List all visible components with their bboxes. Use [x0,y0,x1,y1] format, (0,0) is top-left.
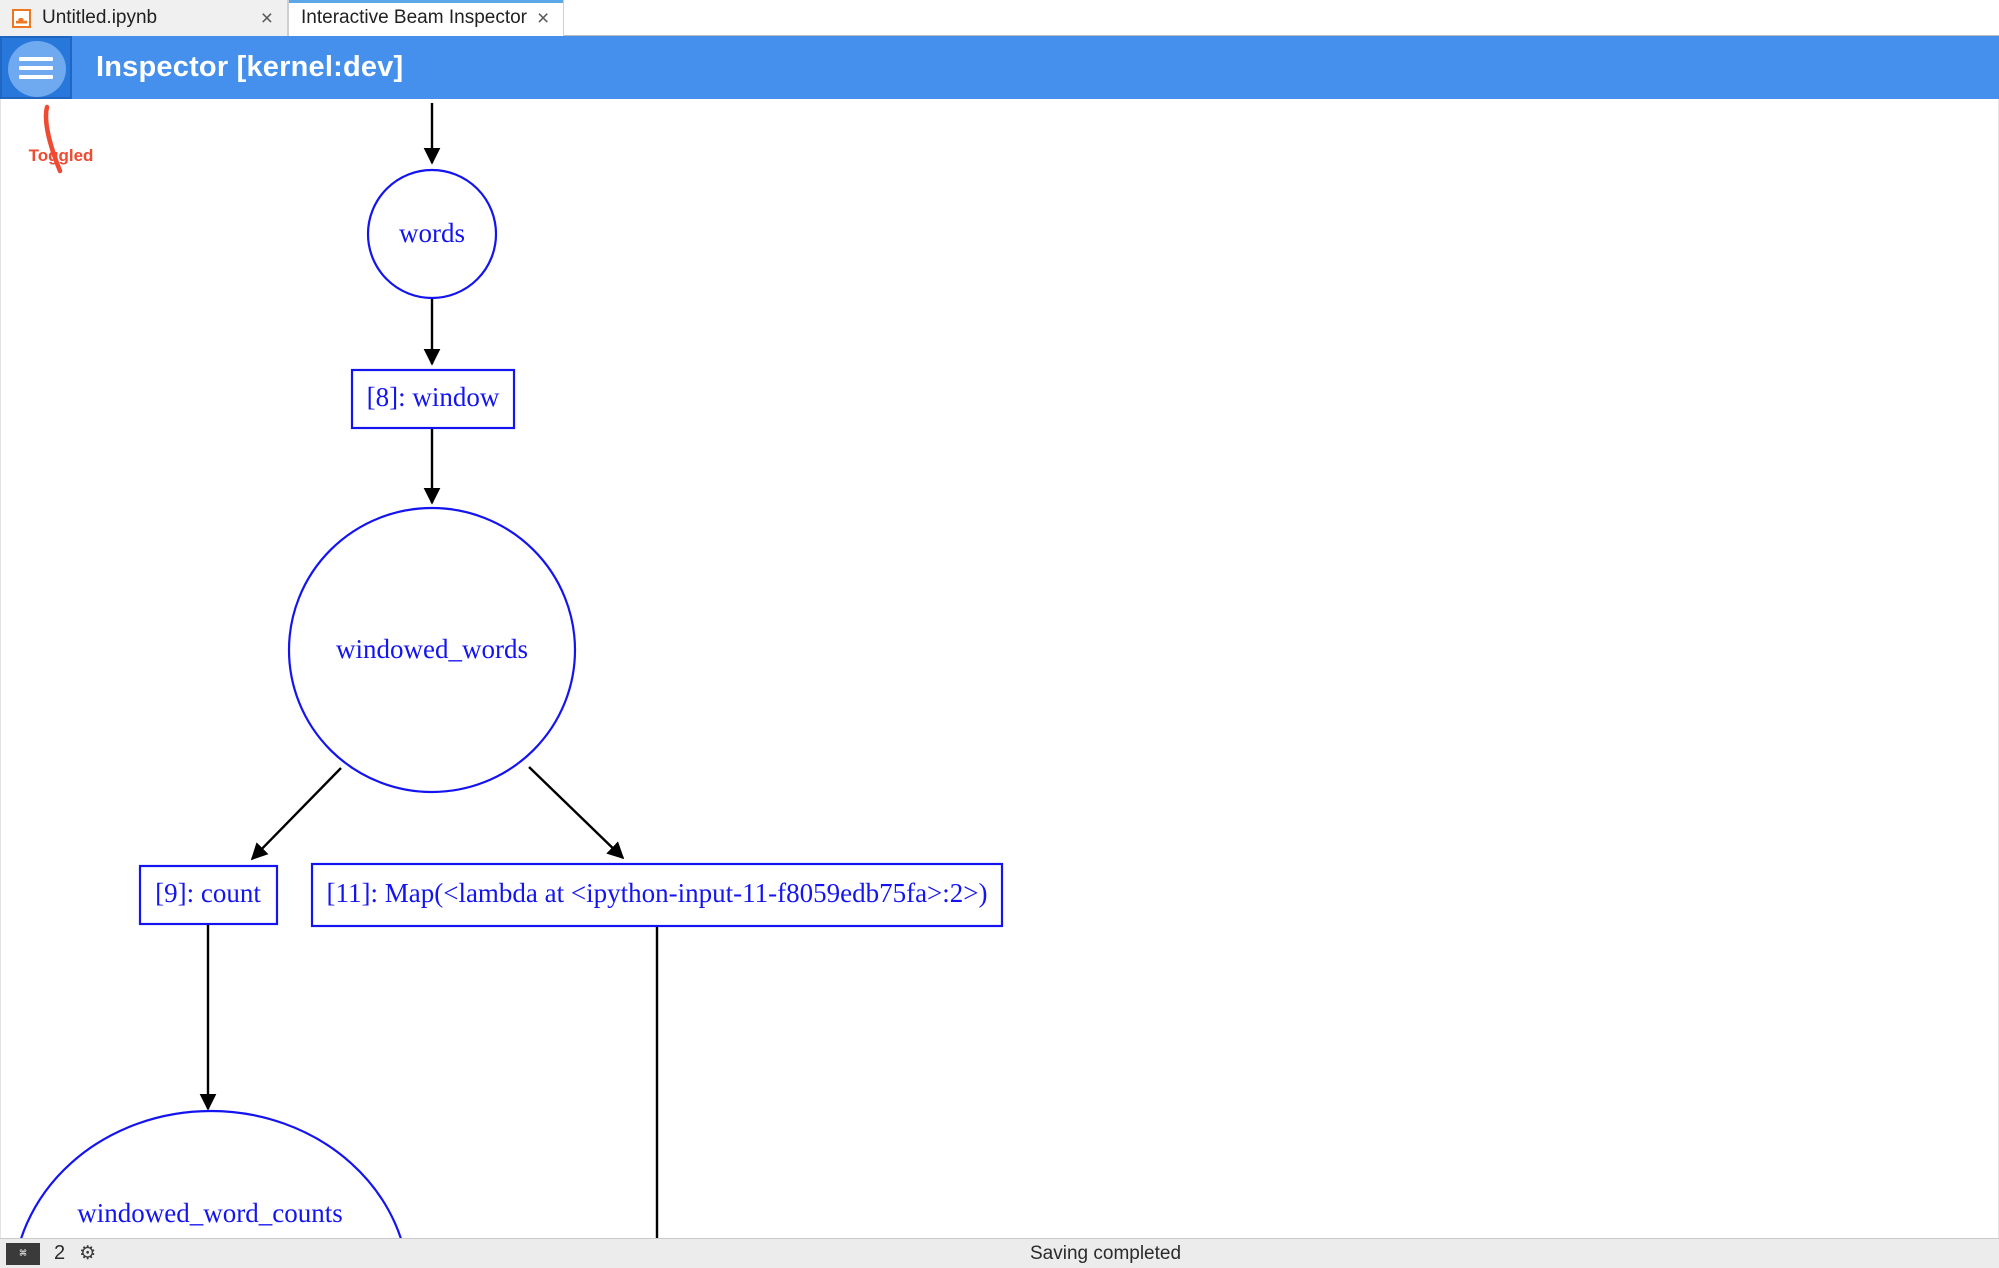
tab-interactive-beam-inspector[interactable]: Interactive Beam Inspector × [288,0,565,36]
node-words[interactable] [366,168,498,300]
page-title: Inspector [kernel:dev] [96,51,404,83]
kernel-count: 2 [54,1242,66,1264]
node-windowed-words[interactable] [287,506,577,794]
node-label-words: words [399,218,465,248]
menu-toggle-button[interactable] [0,36,72,99]
node-label-map: [11]: Map(<lambda at <ipython-input-11-f… [327,878,988,908]
node-label-windowed-words: windowed_words [336,634,528,664]
toggled-annotation: Toggled [29,104,94,174]
status-message: Saving completed [1030,1242,1182,1264]
graph-nodes [13,168,1004,1238]
graph-canvas[interactable]: words [8]: window windowed_words [9]: co… [0,99,1999,1238]
notebook-icon [12,8,31,28]
terminal-icon[interactable]: ⌘ [6,1242,40,1265]
close-icon[interactable]: × [537,6,550,30]
tab-untitled-ipynb[interactable]: Untitled.ipynb × [0,0,288,36]
graph-edges [199,103,659,1238]
edge-windowed-words-to-count [250,767,342,861]
node-label-count: [9]: count [155,878,261,908]
status-bar: ⌘ 2 ⚙ Saving completed [0,1238,1999,1268]
node-count[interactable] [138,864,279,926]
annotation-label: Toggled [29,146,94,165]
close-icon[interactable]: × [260,6,273,30]
node-label-window: [8]: window [367,382,500,412]
node-windowed-word-counts[interactable] [13,1109,409,1238]
chip-icon[interactable]: ⚙ [79,1243,97,1264]
node-window[interactable] [350,368,516,430]
pipeline-graph: words [8]: window windowed_words [9]: co… [13,103,1004,1238]
tab-inspector-label: Interactive Beam Inspector [301,7,527,28]
tab-bar: Untitled.ipynb × Interactive Beam Inspec… [0,0,1999,36]
tab-untitled-label: Untitled.ipynb [42,7,158,28]
inspector-header: Inspector [kernel:dev] [0,36,1999,99]
tab-bar-filler [564,0,1999,35]
hamburger-icon [19,52,53,84]
edge-windowed-words-to-map [528,766,625,860]
node-map[interactable] [310,862,1004,928]
graph-node-labels: words [8]: window windowed_words [9]: co… [77,218,987,1228]
status-bar-left: ⌘ 2 ⚙ [0,1242,96,1265]
annotation-arrow-icon [43,104,63,174]
tab-untitled-content: Untitled.ipynb [12,7,157,29]
node-label-windowed-word-counts: windowed_word_counts [77,1198,342,1228]
